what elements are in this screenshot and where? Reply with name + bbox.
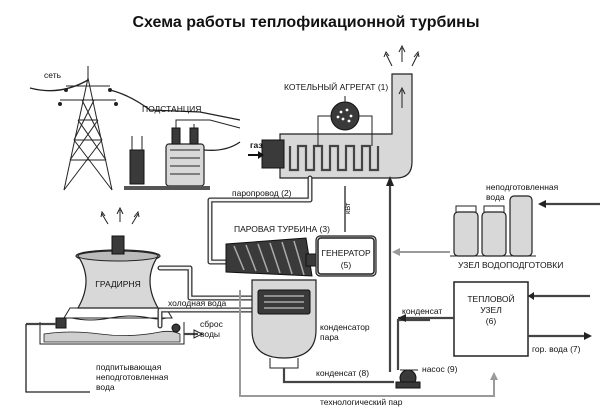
- gas-label: газ: [250, 140, 263, 150]
- steam-line-label: паропровод (2): [232, 188, 292, 198]
- generator: [315, 235, 377, 277]
- makeup-valve: [25, 317, 90, 393]
- exhaust-arrows: [383, 44, 420, 108]
- hot-water-label: гор. вода (7): [532, 344, 581, 354]
- pump-to-heat-node-pipe: [396, 318, 430, 370]
- generator-label: ГЕНЕРАТОР: [321, 248, 371, 258]
- boiler-label: КОТЕЛЬНЫЙ АГРЕГАТ (1): [284, 81, 388, 92]
- pump: [395, 369, 421, 389]
- pump-label: насос (9): [422, 364, 458, 374]
- makeup-label-2: неподготовленная: [96, 372, 169, 382]
- condensate-pipe: [282, 368, 394, 384]
- heat-node: [453, 281, 529, 357]
- substation-label: ПОДСТАНЦИЯ: [142, 104, 201, 114]
- cold-water-pipe: [157, 265, 255, 329]
- power-pylon: [58, 66, 118, 191]
- discharge-label-1: сброс: [200, 319, 224, 329]
- steam-turbine: [225, 237, 319, 277]
- diagram-title: Схема работы теплофикационной турбины: [132, 14, 479, 31]
- water-treatment-label: УЗЕЛ ВОДОПОДГОТОВКИ: [458, 260, 563, 270]
- tech-steam-pipe: [239, 290, 495, 397]
- substation-boiler-wire: [203, 141, 241, 151]
- makeup-label-3: вода: [96, 382, 115, 392]
- kw-label: кВт: [343, 202, 352, 214]
- steam-pipe: [207, 175, 313, 265]
- cooling-tower: [63, 206, 173, 321]
- grid-wire: [29, 79, 89, 92]
- condensate-8-label: конденсат (8): [316, 368, 369, 378]
- heat-node-label-2: УЗЕЛ: [480, 305, 502, 315]
- condenser-label-2: пара: [320, 332, 339, 342]
- untreated-water-label-1: неподготовленная: [486, 182, 559, 192]
- condenser: [251, 279, 317, 369]
- discharge-label-2: воды: [200, 329, 220, 339]
- condensate-label: конденсат: [402, 306, 442, 316]
- cooling-tower-label: ГРАДИРНЯ: [95, 279, 140, 289]
- discharge-valve: [171, 323, 204, 339]
- substation-wire: [109, 89, 241, 121]
- makeup-label-1: подпитывающая: [96, 362, 162, 372]
- boiler: [261, 73, 413, 179]
- heat-node-label-3: (6): [486, 316, 497, 326]
- substation: [124, 119, 241, 190]
- water-treatment-unit: [450, 195, 536, 257]
- condenser-label-1: конденсатор: [320, 322, 370, 332]
- grid-label: сеть: [44, 70, 62, 80]
- cold-water-label: холодная вода: [168, 298, 227, 308]
- generator-number: (5): [341, 260, 352, 270]
- tech-steam-label: технологический пар: [320, 397, 403, 407]
- heat-node-label-1: ТЕПЛОВОЙ: [467, 293, 514, 304]
- untreated-water-label-2: вода: [486, 192, 505, 202]
- steam-turbine-label: ПАРОВАЯ ТУРБИНА (3): [234, 224, 330, 234]
